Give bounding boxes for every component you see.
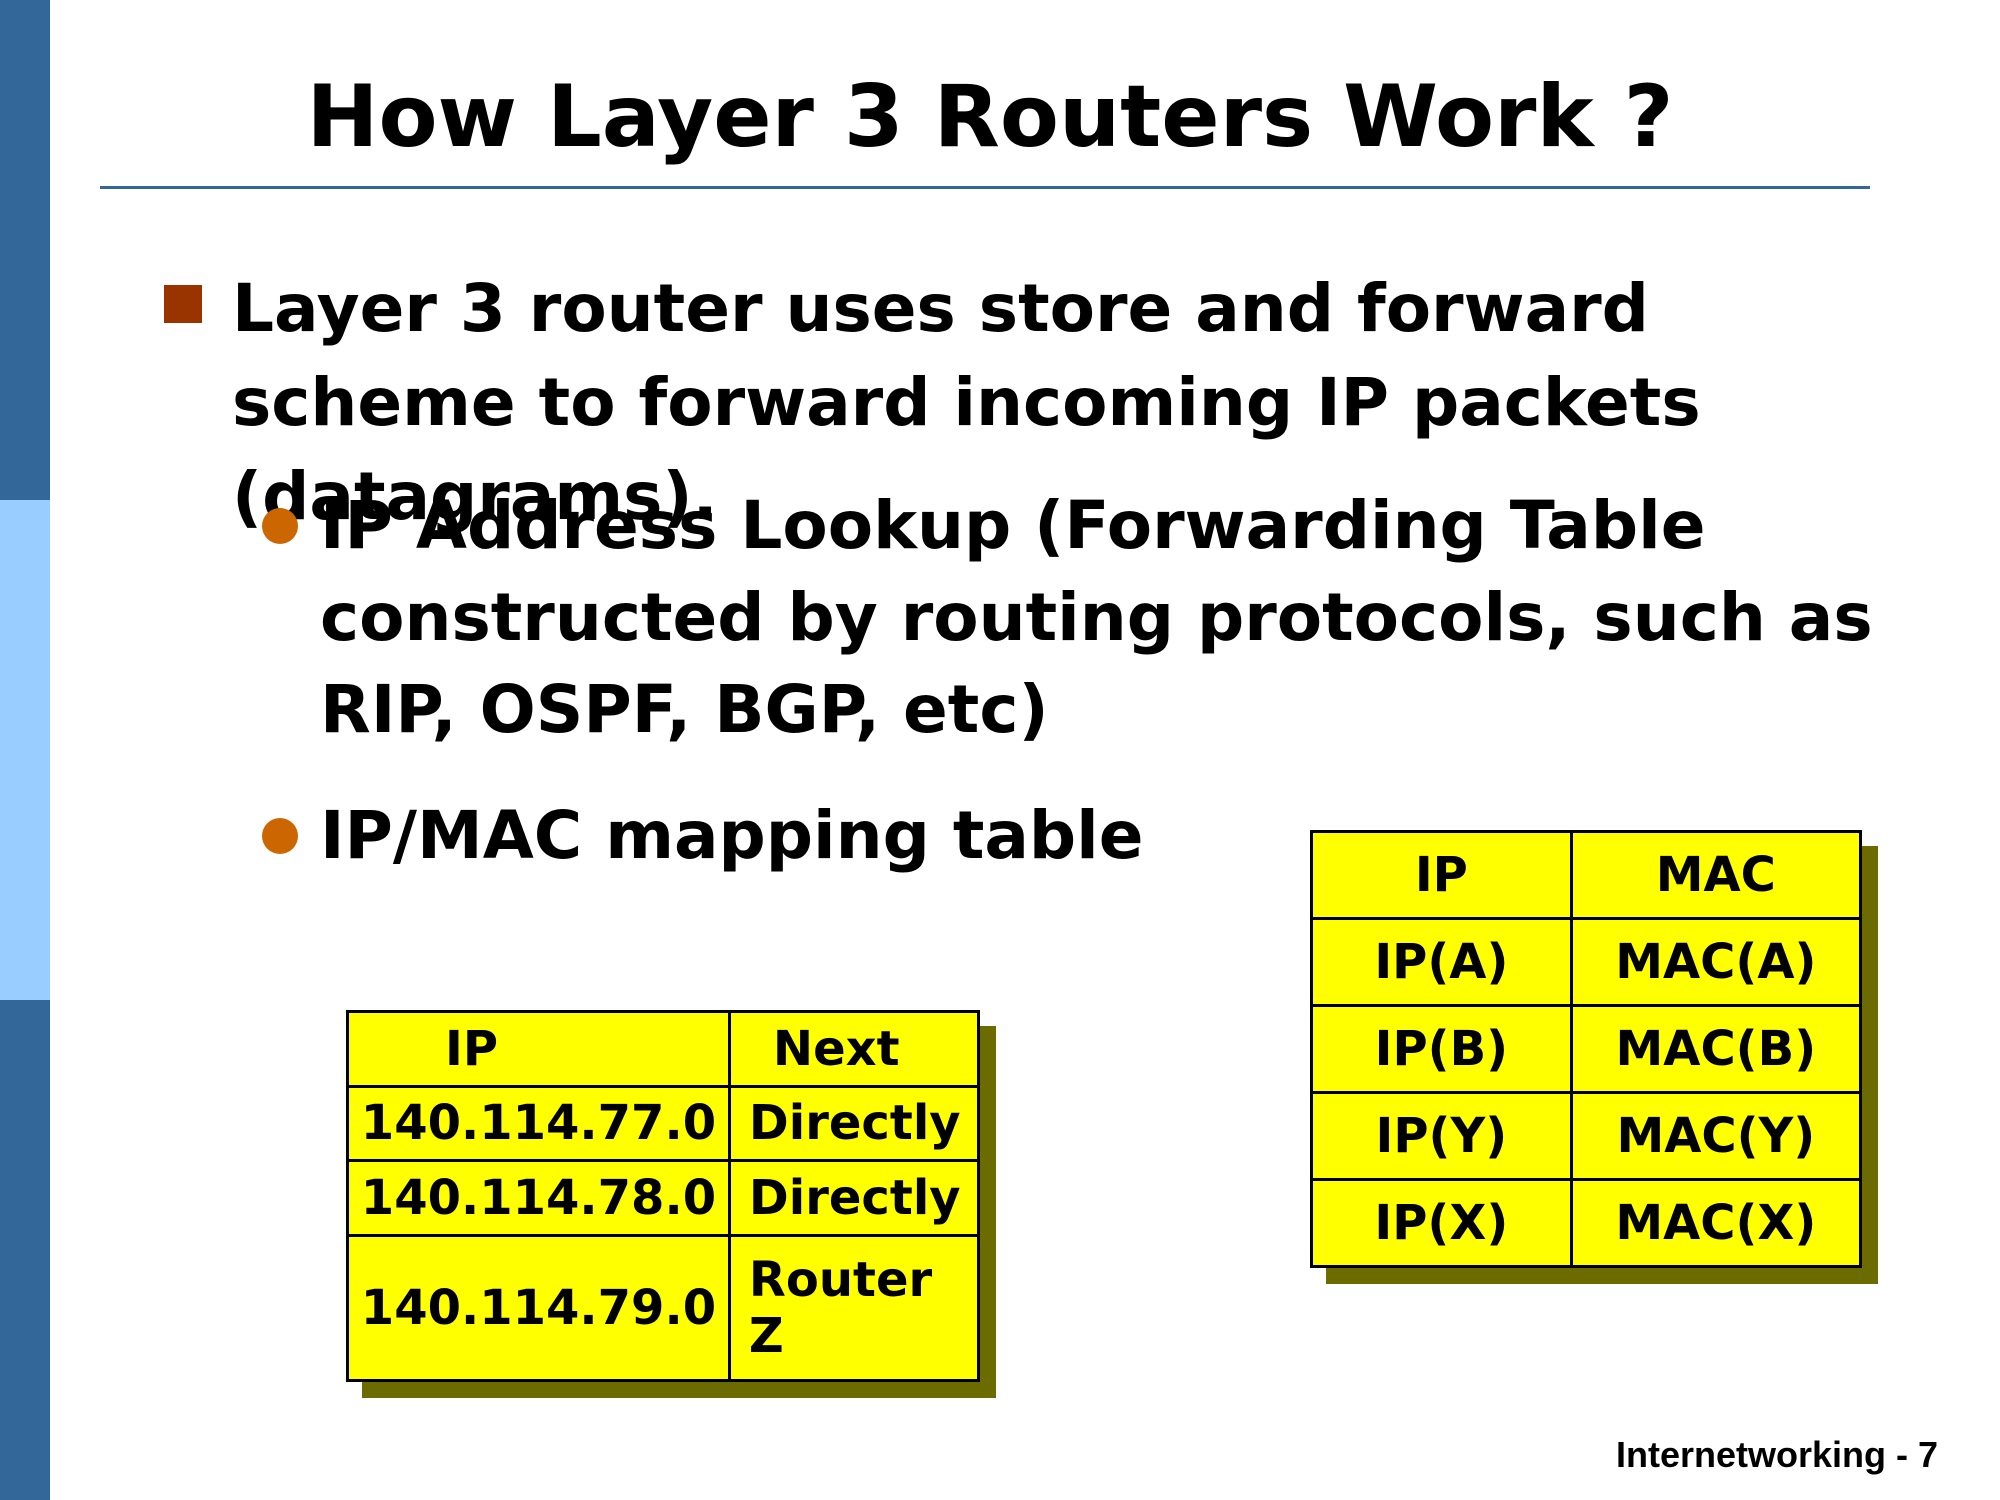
- table-header-row: IP MAC: [1310, 830, 1863, 920]
- ip-mac-table-grid: IP MAC IP(A) MAC(A) IP(B) MAC(B) IP(Y) M…: [1310, 830, 1863, 1268]
- cell-next: Directly: [727, 1159, 981, 1237]
- table-row: 140.114.77.0 Directly: [346, 1084, 981, 1163]
- bullet-text-lookup: IP Address Lookup (Forwarding Table cons…: [320, 487, 1873, 748]
- slide-title: How Layer 3 Routers Work ?: [306, 67, 1674, 167]
- cell-next: Directly: [727, 1084, 981, 1163]
- ip-mac-table: IP MAC IP(A) MAC(A) IP(B) MAC(B) IP(Y) M…: [1310, 830, 1878, 1284]
- cell-ip: 140.114.78.0: [346, 1159, 731, 1237]
- bullet-text-mapping: IP/MAC mapping table: [320, 797, 1144, 874]
- cell-mac: MAC(Y): [1569, 1091, 1863, 1181]
- bullet-text-level1: Layer 3 router uses store and forward sc…: [232, 270, 1701, 535]
- cell-ip: IP(X): [1310, 1178, 1573, 1268]
- forwarding-table-grid: IP Next 140.114.77.0 Directly 140.114.78…: [346, 1010, 981, 1383]
- cell-mac: MAC(A): [1569, 917, 1863, 1007]
- header-cell-mac: MAC: [1569, 830, 1863, 920]
- table-header-row: IP Next: [346, 1010, 981, 1088]
- header-cell-ip: IP: [1310, 830, 1573, 920]
- table-row: IP(B) MAC(B): [1310, 1004, 1863, 1094]
- table-row: 140.114.79.0 Router Z: [346, 1233, 981, 1383]
- accent-bar-top: [0, 0, 50, 500]
- table-row: IP(X) MAC(X): [1310, 1178, 1863, 1268]
- cell-next: Router Z: [727, 1233, 981, 1383]
- accent-bar-middle: [0, 500, 50, 1000]
- table-row: 140.114.78.0 Directly: [346, 1159, 981, 1237]
- round-bullet-icon: [262, 818, 298, 854]
- header-cell-ip: IP: [346, 1010, 731, 1088]
- cell-ip: 140.114.77.0: [346, 1084, 731, 1163]
- table-row: IP(A) MAC(A): [1310, 917, 1863, 1007]
- forwarding-table: IP Next 140.114.77.0 Directly 140.114.78…: [346, 1010, 996, 1398]
- cell-ip: IP(B): [1310, 1004, 1573, 1094]
- slide-footer: Internetworking - 7: [1615, 1434, 1938, 1475]
- title-underline: [100, 186, 1870, 189]
- cell-ip: 140.114.79.0: [346, 1233, 731, 1383]
- cell-ip: IP(A): [1310, 917, 1573, 1007]
- header-cell-next: Next: [727, 1010, 981, 1088]
- cell-ip: IP(Y): [1310, 1091, 1573, 1181]
- square-bullet-icon: [164, 285, 202, 323]
- cell-mac: MAC(X): [1569, 1178, 1863, 1268]
- accent-bar-bottom: [0, 1000, 50, 1500]
- table-row: IP(Y) MAC(Y): [1310, 1091, 1863, 1181]
- round-bullet-icon: [262, 508, 298, 544]
- cell-mac: MAC(B): [1569, 1004, 1863, 1094]
- left-accent-bar: [0, 0, 50, 1500]
